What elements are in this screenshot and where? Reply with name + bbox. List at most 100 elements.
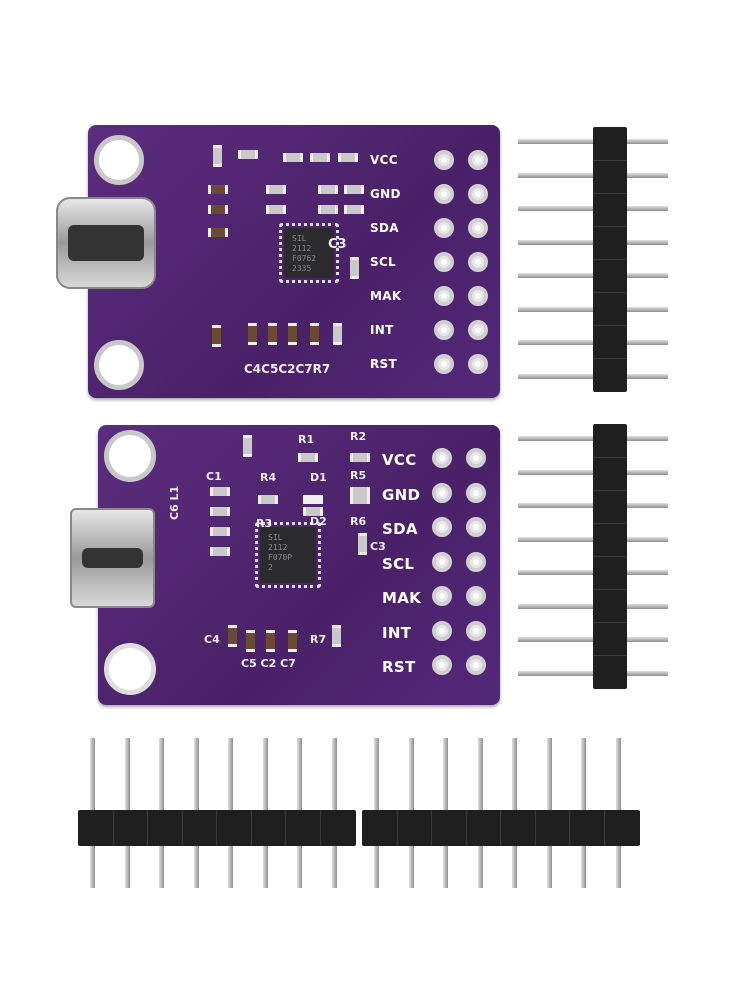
smd-component <box>210 487 230 496</box>
pin-label-sda: SDA <box>370 221 399 235</box>
header-divider <box>593 358 627 359</box>
mounting-hole <box>94 340 144 390</box>
header-divider <box>112 810 114 846</box>
solder-pad <box>466 448 486 468</box>
pin-label-vcc: VCC <box>382 451 417 469</box>
solder-pad <box>466 620 486 641</box>
header-divider <box>569 810 570 846</box>
header-divider <box>396 810 398 846</box>
pin-label-sda: SDA <box>382 520 418 538</box>
smd-component <box>208 228 228 237</box>
smd-component <box>350 453 370 462</box>
header-divider <box>319 810 321 846</box>
solder-pad <box>466 586 486 606</box>
smd-component <box>303 507 323 516</box>
smd-component <box>350 487 370 496</box>
header-divider <box>147 810 148 846</box>
solder-pad <box>432 655 452 675</box>
pin-label-gnd: GND <box>370 187 401 201</box>
mounting-hole <box>104 643 156 695</box>
silk-r5: R5 <box>350 469 367 482</box>
smd-component <box>288 630 297 652</box>
header-divider <box>593 490 627 491</box>
header-divider <box>593 325 627 326</box>
solder-pad <box>434 286 454 306</box>
smd-component <box>283 153 303 162</box>
smd-component <box>243 435 252 457</box>
silk-c5-c2-c7: C5 C2 C7 <box>241 657 296 670</box>
solder-pad <box>468 150 488 170</box>
header-divider <box>216 810 217 846</box>
header-divider <box>593 523 627 524</box>
smd-component <box>344 185 364 194</box>
silk-r3: R3 <box>256 517 273 530</box>
smd-component <box>310 323 319 345</box>
header-divider <box>603 810 605 846</box>
solder-pad <box>468 354 488 374</box>
header-divider <box>593 259 627 260</box>
header-divider <box>534 810 536 846</box>
pin-label-vcc: VCC <box>370 153 398 167</box>
chip-marking-line: 2 <box>268 563 273 572</box>
solder-pad <box>466 517 486 537</box>
chip-marking-line: 2335 <box>292 264 312 273</box>
header-divider <box>593 556 627 557</box>
silk-d2: D2 <box>310 515 327 528</box>
header-divider <box>181 810 183 846</box>
chip-marking-line: SIL <box>268 533 283 542</box>
pin-label-scl: SCL <box>370 255 396 269</box>
usb-c-connector <box>56 197 156 289</box>
pin-label-rst: RST <box>382 658 416 676</box>
silk-r1: R1 <box>298 433 315 446</box>
solder-pad <box>432 448 452 468</box>
solder-pad <box>466 655 486 675</box>
header-divider <box>431 810 432 846</box>
smd-component <box>212 325 221 347</box>
silk-d1: D1 <box>310 471 327 484</box>
silk-c3: C3 <box>370 540 386 553</box>
solder-pad <box>468 218 488 238</box>
solder-pad <box>434 320 454 340</box>
header-divider <box>500 810 501 846</box>
smd-component <box>350 257 359 279</box>
smd-component <box>208 185 228 194</box>
silk-c6-l1: C6 L1 <box>168 485 181 520</box>
pin-header-horizontal <box>362 810 640 846</box>
solder-pad <box>468 252 488 272</box>
solder-pad <box>432 482 452 503</box>
header-divider <box>593 193 627 194</box>
solder-pad <box>434 354 454 374</box>
pin-label-gnd: GND <box>382 485 421 504</box>
solder-pad <box>434 252 454 272</box>
smd-component <box>338 153 358 162</box>
silk-c3: C3 <box>328 237 347 252</box>
header-divider <box>593 160 627 161</box>
solder-pad <box>432 586 452 606</box>
smd-component <box>246 630 255 652</box>
smd-component <box>298 453 318 462</box>
smd-component <box>303 495 323 504</box>
smd-component <box>350 495 370 504</box>
chip-marking-line: 2112 <box>292 244 312 253</box>
solder-pad <box>466 482 486 503</box>
smd-component <box>210 527 230 536</box>
solder-pad <box>468 320 488 340</box>
smd-component <box>238 150 258 159</box>
header-divider <box>593 226 627 227</box>
smd-component <box>318 185 338 194</box>
silk-r4: R4 <box>260 471 277 484</box>
header-divider <box>593 589 627 590</box>
smd-component <box>266 205 286 214</box>
pin-label-int: INT <box>382 623 412 642</box>
mounting-hole <box>104 430 156 482</box>
solder-pad <box>468 184 488 204</box>
header-divider <box>593 292 627 293</box>
smd-component <box>208 205 228 214</box>
smd-component <box>332 625 341 647</box>
smd-component <box>213 145 222 167</box>
silk-r2: R2 <box>350 430 367 443</box>
smd-component <box>210 507 230 516</box>
